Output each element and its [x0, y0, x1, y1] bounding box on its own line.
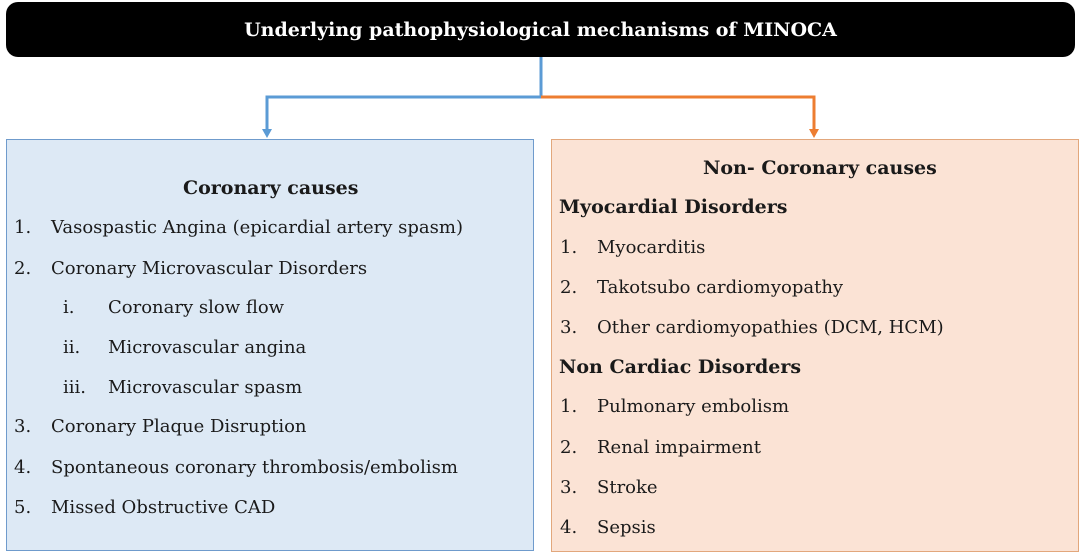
- item-number: 4.: [560, 517, 578, 538]
- item-number: 3.: [14, 416, 32, 437]
- item-number: 2.: [560, 277, 578, 298]
- item-number: i.: [63, 297, 75, 318]
- item-number: 4.: [14, 457, 32, 478]
- item-text: Vasospastic Angina (epicardial artery sp…: [51, 217, 463, 238]
- item-text: Other cardiomyopathies (DCM, HCM): [597, 317, 944, 338]
- diagram-title: Underlying pathophysiological mechanisms…: [6, 2, 1075, 57]
- item-text: Microvascular angina: [108, 337, 307, 358]
- item-text: Pulmonary embolism: [597, 396, 790, 417]
- item-text: Stroke: [597, 477, 658, 498]
- myocardial-disorders-heading: Myocardial Disorders: [559, 196, 788, 218]
- item-number: 2.: [14, 258, 32, 279]
- item-number: 1.: [14, 217, 32, 238]
- item-number: iii.: [63, 377, 86, 398]
- item-number: 3.: [560, 477, 578, 498]
- item-text: Myocarditis: [597, 237, 706, 258]
- item-number: 1.: [560, 237, 578, 258]
- item-text: Spontaneous coronary thrombosis/embolism: [51, 457, 458, 478]
- item-text: Coronary Plaque Disruption: [51, 416, 307, 437]
- item-number: ii.: [63, 337, 81, 358]
- item-text: Coronary Microvascular Disorders: [51, 258, 368, 279]
- item-text: Microvascular spasm: [108, 377, 303, 398]
- item-number: 5.: [14, 497, 32, 518]
- item-number: 1.: [560, 396, 578, 417]
- item-number: 2.: [560, 437, 578, 458]
- left-branch-line: [265, 95, 541, 131]
- left-arrowhead: [262, 129, 272, 138]
- item-text: Sepsis: [597, 517, 656, 538]
- right-arrowhead: [809, 129, 819, 138]
- coronary-heading: Coronary causes: [183, 177, 359, 199]
- non-coronary-causes-panel: Non- Coronary causes Myocardial Disorder…: [551, 139, 1079, 552]
- right-branch-line: [541, 95, 816, 131]
- item-text: Missed Obstructive CAD: [51, 497, 276, 518]
- item-text: Renal impairment: [597, 437, 761, 458]
- coronary-causes-panel: Coronary causes 1. Vasospastic Angina (e…: [6, 139, 534, 551]
- non-coronary-heading: Non- Coronary causes: [703, 157, 937, 179]
- item-text: Takotsubo cardiomyopathy: [597, 277, 844, 298]
- item-text: Coronary slow flow: [108, 297, 285, 318]
- item-number: 3.: [560, 317, 578, 338]
- non-cardiac-disorders-heading: Non Cardiac Disorders: [559, 356, 802, 378]
